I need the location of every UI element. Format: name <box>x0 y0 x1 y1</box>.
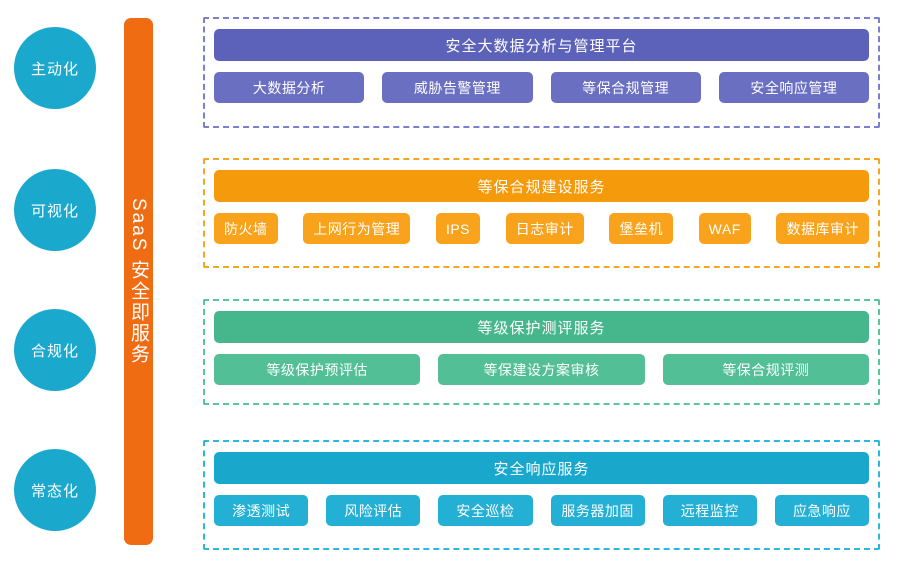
saas-spine-bar: SaaS 安全即服务 <box>124 18 153 545</box>
stage-label: 可视化 <box>30 202 79 220</box>
group-items-row: 防火墙 上网行为管理 IPS 日志审计 堡垒机 WAF 数据库审计 <box>214 213 869 244</box>
group-items-row: 大数据分析 威胁告警管理 等保合规管理 安全响应管理 <box>214 72 869 103</box>
item-chip[interactable]: 等保合规管理 <box>550 72 701 103</box>
stage-label: 合规化 <box>30 342 79 360</box>
item-chip[interactable]: 等保建设方案审核 <box>438 354 645 385</box>
item-chip[interactable]: 安全响应管理 <box>718 72 869 103</box>
group-compliance-construction: 等保合规建设服务 防火墙 上网行为管理 IPS 日志审计 堡垒机 WAF 数据库… <box>203 158 880 268</box>
item-chip[interactable]: 防火墙 <box>214 213 278 244</box>
group-header: 安全响应服务 <box>214 452 869 484</box>
item-chip[interactable]: 风险评估 <box>326 495 421 526</box>
group-items-row: 渗透测试 风险评估 安全巡检 服务器加固 远程监控 应急响应 <box>214 495 870 526</box>
item-chip[interactable]: WAF <box>698 213 751 244</box>
item-chip[interactable]: 日志审计 <box>505 213 584 244</box>
group-header: 等保合规建设服务 <box>214 170 869 202</box>
group-big-data-platform: 安全大数据分析与管理平台 大数据分析 威胁告警管理 等保合规管理 安全响应管理 <box>203 17 880 128</box>
stage-label: 主动化 <box>30 60 79 78</box>
group-grade-protection-evaluation: 等级保护测评服务 等级保护预评估 等保建设方案审核 等保合规评测 <box>203 299 880 405</box>
item-chip[interactable]: IPS <box>435 213 481 244</box>
item-chip[interactable]: 堡垒机 <box>609 213 673 244</box>
group-header: 等级保护测评服务 <box>214 311 869 343</box>
item-chip[interactable]: 数据库审计 <box>776 213 869 244</box>
stage-label: 常态化 <box>30 482 79 500</box>
item-chip[interactable]: 上网行为管理 <box>303 213 411 244</box>
group-items-row: 等级保护预评估 等保建设方案审核 等保合规评测 <box>214 354 869 385</box>
stage-circle-proactive: 主动化 <box>14 27 96 109</box>
item-chip[interactable]: 等保合规评测 <box>662 354 869 385</box>
stage-circle-normalized: 常态化 <box>14 449 96 531</box>
item-chip[interactable]: 远程监控 <box>662 495 757 526</box>
group-header: 安全大数据分析与管理平台 <box>214 29 869 61</box>
item-chip[interactable]: 等级保护预评估 <box>214 354 421 385</box>
group-security-response: 安全响应服务 渗透测试 风险评估 安全巡检 服务器加固 远程监控 应急响应 <box>203 440 880 550</box>
saas-spine-label: SaaS 安全即服务 <box>128 198 149 365</box>
item-chip[interactable]: 大数据分析 <box>214 72 365 103</box>
stage-circle-visualized: 可视化 <box>14 169 96 251</box>
item-chip[interactable]: 威胁告警管理 <box>382 72 533 103</box>
item-chip[interactable]: 渗透测试 <box>214 495 309 526</box>
item-chip[interactable]: 应急响应 <box>774 495 870 526</box>
stage-circle-compliant: 合规化 <box>14 309 96 391</box>
item-chip[interactable]: 安全巡检 <box>438 495 533 526</box>
item-chip[interactable]: 服务器加固 <box>550 495 645 526</box>
